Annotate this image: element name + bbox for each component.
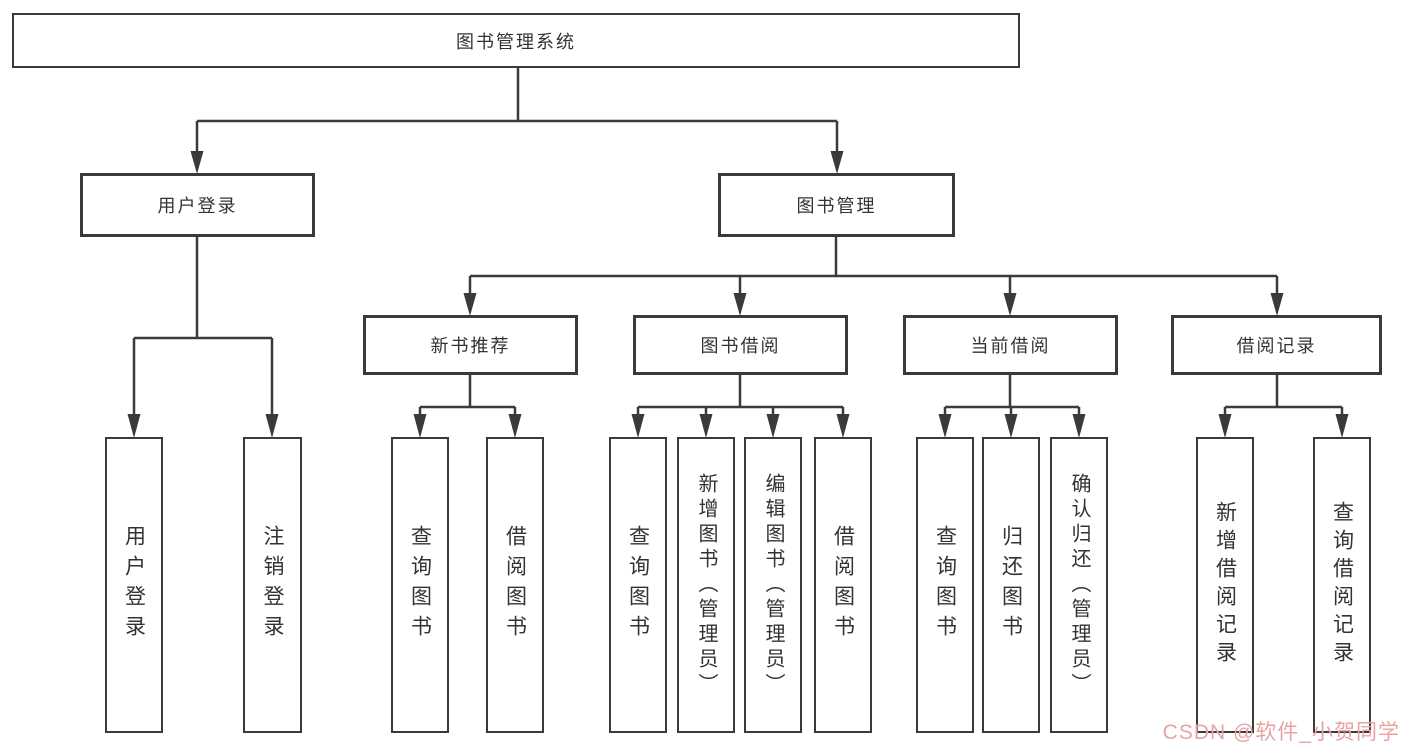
leaf-label: 归还图书 [999, 525, 1023, 645]
arrowheads [127, 151, 1349, 438]
leaf-query-books-2: 查询图书 [609, 437, 667, 733]
arrowhead-icon [1218, 414, 1232, 438]
node-root-title: 图书管理系统 [12, 13, 1020, 68]
arrowhead-icon [1003, 293, 1017, 316]
leaf-label: 确认归还（管理员） [1068, 472, 1090, 698]
leaf-label: 编辑图书（管理员） [762, 472, 784, 698]
leaf-label: 查询图书 [626, 525, 650, 645]
leaf-return-books: 归还图书 [982, 437, 1040, 733]
arrowhead-icon [463, 293, 477, 316]
node-user-login: 用户登录 [80, 173, 315, 237]
leaf-add-books-admin: 新增图书（管理员） [677, 437, 735, 733]
leaf-label: 查询图书 [408, 525, 432, 645]
leaf-user-login: 用户登录 [105, 437, 163, 733]
leaf-label: 借阅图书 [831, 525, 855, 645]
arrowhead-icon [733, 293, 747, 316]
leaf-label: 查询借阅记录 [1330, 501, 1354, 669]
leaf-logout: 注销登录 [243, 437, 302, 733]
leaf-label: 查询图书 [933, 525, 957, 645]
arrowhead-icon [766, 414, 780, 438]
arrowhead-icon [631, 414, 645, 438]
arrowhead-icon [830, 151, 844, 174]
node-current-borrow: 当前借阅 [903, 315, 1118, 375]
leaf-borrow-books-2: 借阅图书 [814, 437, 872, 733]
arrowhead-icon [836, 414, 850, 438]
leaf-edit-books-admin: 编辑图书（管理员） [744, 437, 802, 733]
leaf-label: 注销登录 [261, 525, 284, 645]
leaf-query-books-3: 查询图书 [916, 437, 974, 733]
node-book-management: 图书管理 [718, 173, 955, 237]
leaf-label: 新增图书（管理员） [695, 472, 717, 698]
leaf-label: 用户登录 [122, 525, 146, 645]
arrowhead-icon [938, 414, 952, 438]
csdn-watermark: CSDN @软件_小贺同学 [1162, 721, 1400, 744]
leaf-query-borrow-record: 查询借阅记录 [1313, 437, 1371, 733]
leaf-label: 借阅图书 [503, 525, 527, 645]
node-book-borrow: 图书借阅 [633, 315, 848, 375]
arrowhead-icon [1004, 414, 1018, 438]
arrowhead-icon [413, 414, 427, 438]
arrowhead-icon [1270, 293, 1284, 316]
leaf-add-borrow-record: 新增借阅记录 [1196, 437, 1254, 733]
leaf-borrow-books-1: 借阅图书 [486, 437, 544, 733]
arrowhead-icon [127, 414, 141, 438]
node-borrow-records: 借阅记录 [1171, 315, 1382, 375]
arrowhead-icon [265, 414, 279, 438]
leaf-query-books-1: 查询图书 [391, 437, 449, 733]
node-new-book-recommend: 新书推荐 [363, 315, 578, 375]
arrowhead-icon [190, 151, 204, 174]
leaf-confirm-return-admin: 确认归还（管理员） [1050, 437, 1108, 733]
arrowhead-icon [699, 414, 713, 438]
leaf-label: 新增借阅记录 [1213, 501, 1237, 669]
arrowhead-icon [1072, 414, 1086, 438]
arrowhead-icon [508, 414, 522, 438]
arrowhead-icon [1335, 414, 1349, 438]
